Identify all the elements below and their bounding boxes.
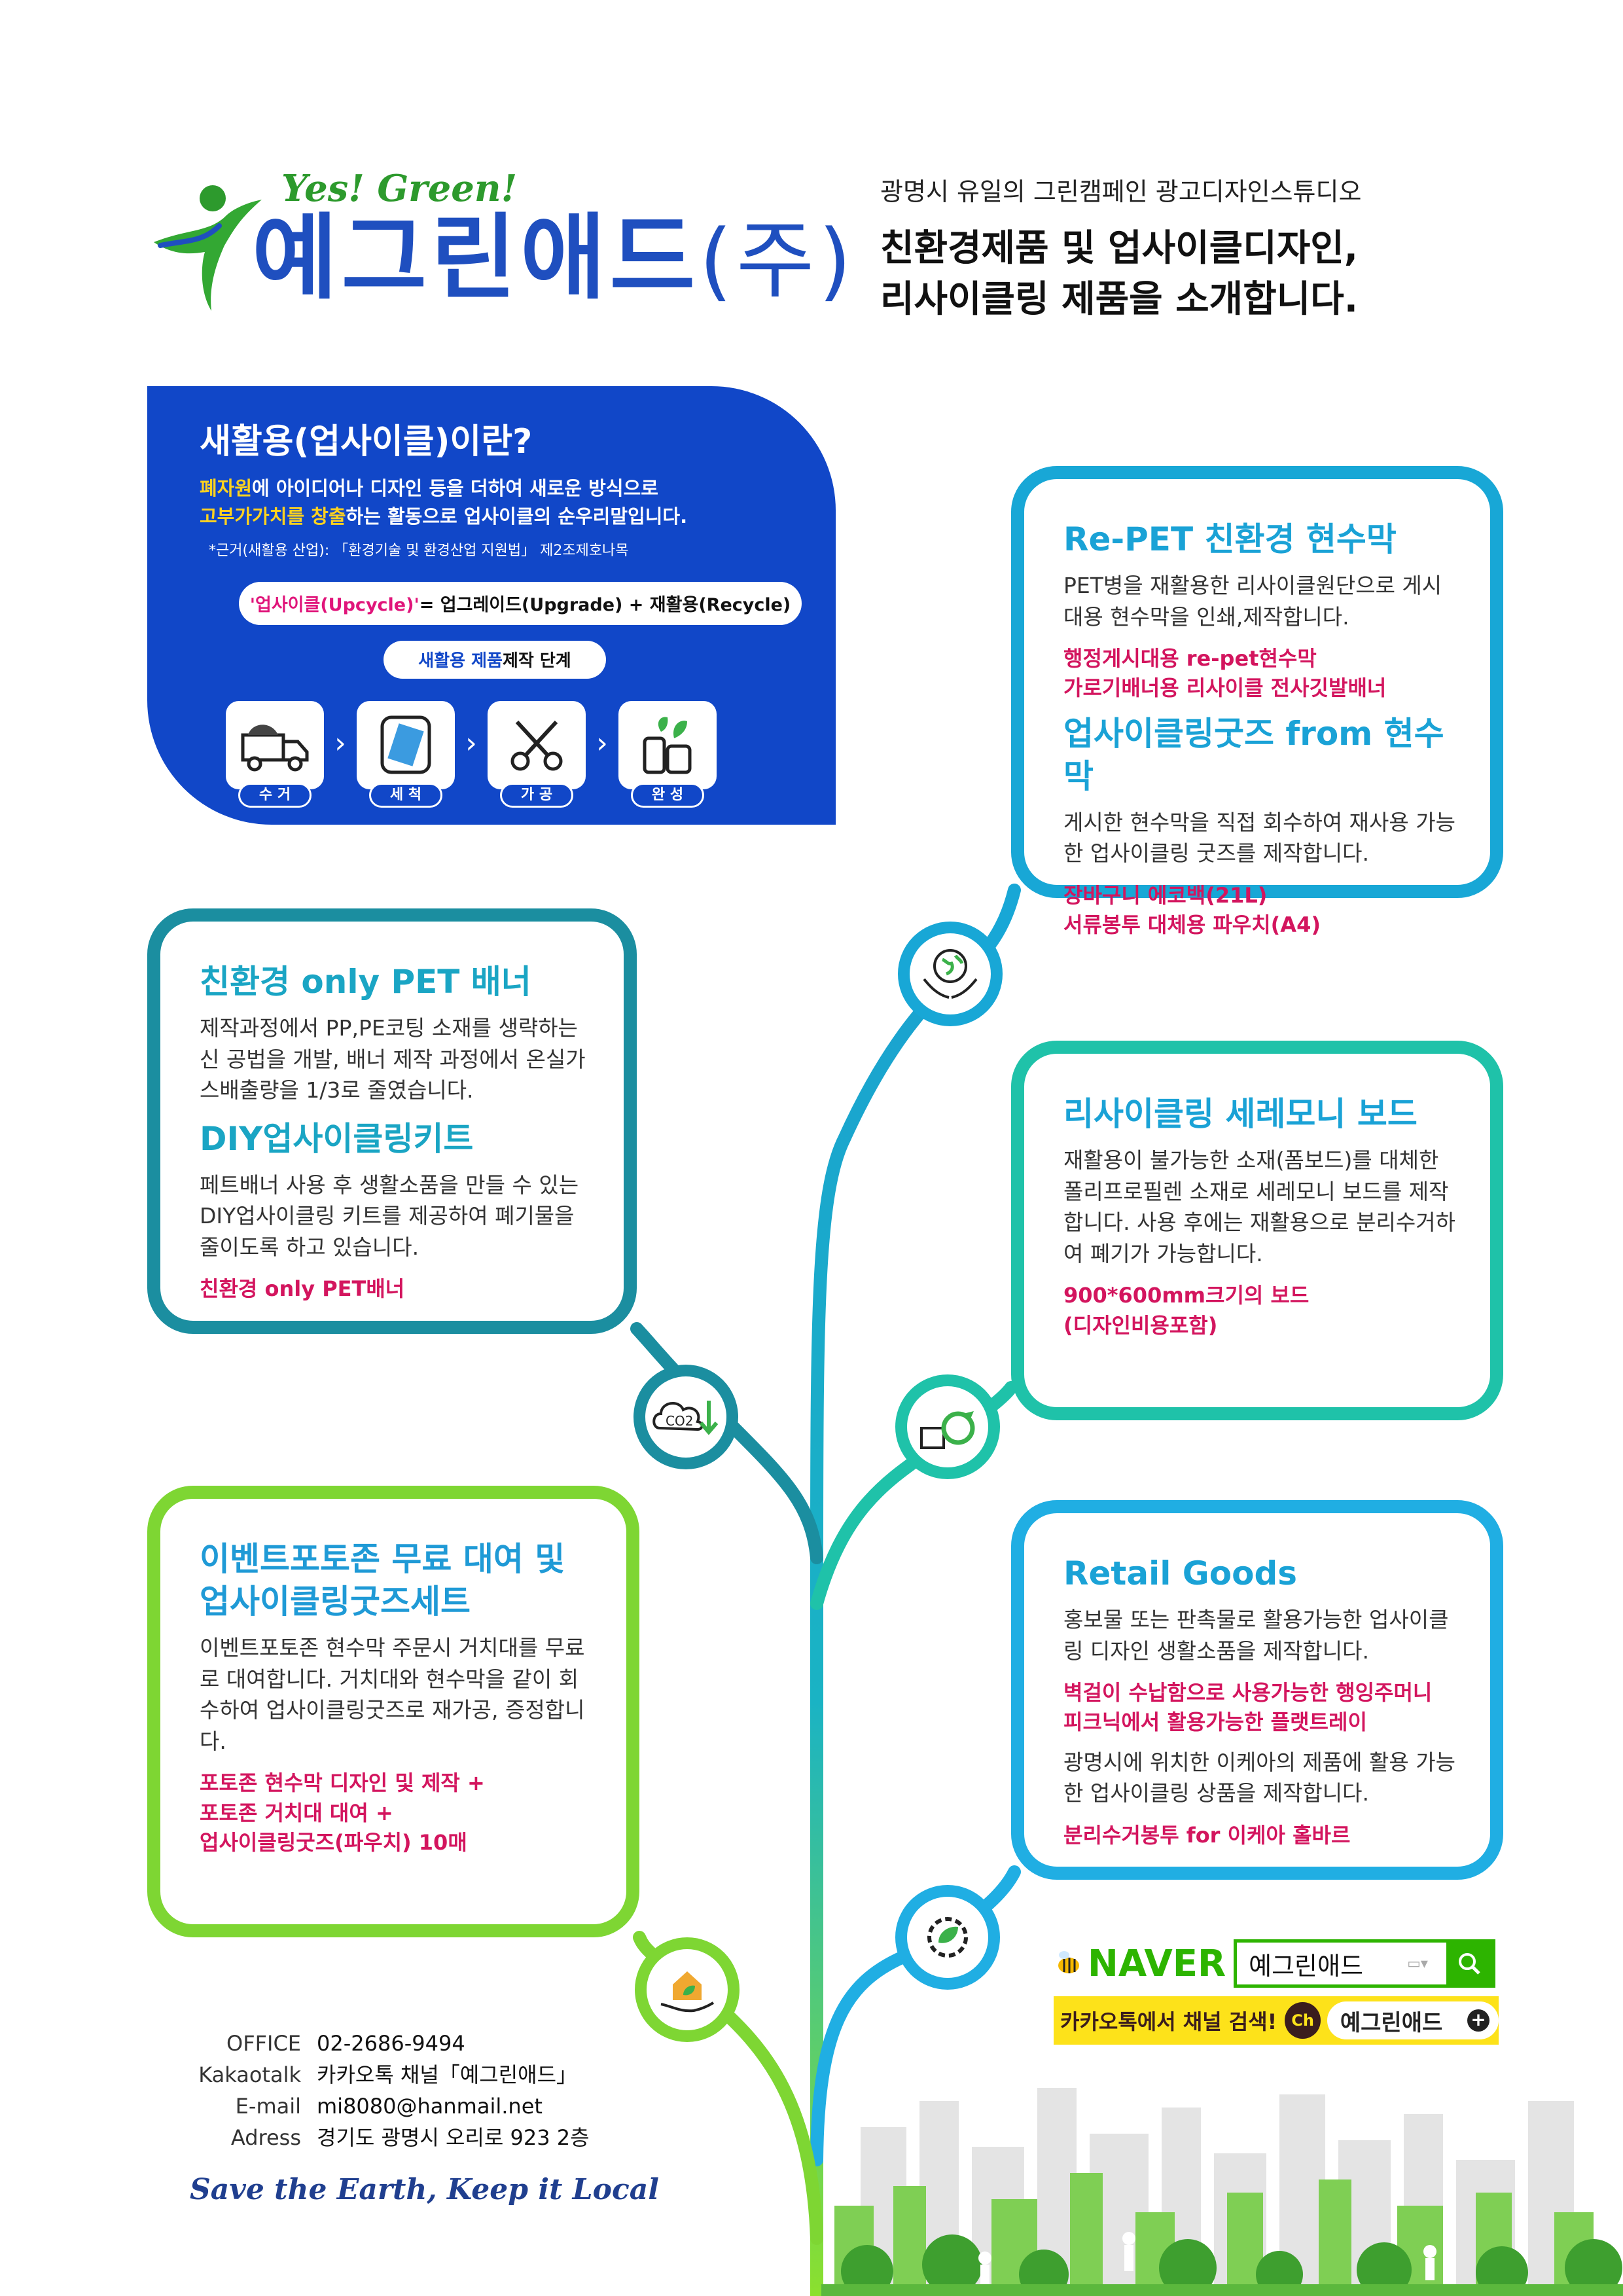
card-title-2: DIY업사이클링키트 — [200, 1119, 474, 1158]
gear-leaf-icon — [927, 1917, 968, 1958]
intro-subtitle: 광명시 유일의 그린캠페인 광고디자인스튜디오 — [880, 177, 1362, 206]
green-city-illustration — [821, 2088, 1623, 2296]
chevron-right-icon: › — [596, 726, 608, 760]
step-process: 가 공 — [488, 700, 586, 808]
brand-logo: Yes! Green! 예그린애드(주) — [147, 167, 851, 324]
bee-icon — [1058, 1951, 1079, 1973]
upcycle-description: 폐자원에 아이디어나 디자인 등을 더하여 새로운 방식으로 고부가가치를 창출… — [200, 477, 688, 528]
logo-tagline: Yes! Green! — [281, 167, 518, 210]
keyboard-icon[interactable]: ▭▾ — [1407, 1955, 1428, 1972]
naver-search-query: 예그린애드 — [1249, 1951, 1363, 1981]
node-co2: CO2 — [633, 1365, 738, 1469]
card-highlight-2: 분리수거봉투 for 이케아 홀바르 — [1063, 1822, 1351, 1848]
hand-house-icon — [660, 1971, 715, 2013]
card-highlight: 900*600mm크기의 보드(디자인비용포함) — [1063, 1283, 1310, 1338]
co2-down-icon: CO2 — [652, 1401, 719, 1435]
card-body: 이벤트포토존 현수막 주문시 거치대를 무료로 대여합니다. 거치대와 현수막을… — [200, 1635, 585, 1754]
chevron-right-icon: › — [465, 726, 477, 760]
product-icon — [643, 717, 692, 774]
card-title: 이벤트포토존 무료 대여 및 업사이클링굿즈세트 — [200, 1540, 565, 1621]
card-body-2: 광명시에 위치한 이케아의 제품에 활용 가능한 업사이클링 상품을 제작합니다… — [1063, 1749, 1455, 1806]
washing-icon — [380, 715, 431, 774]
production-steps: 수 거 › 세 척 › 가 공 › 완 성 — [226, 700, 790, 808]
card-highlight-2: 장바구니 에코백(21L)서류봉투 대체용 파우치(A4) — [1063, 882, 1321, 938]
co2-label: CO2 — [666, 1413, 693, 1429]
upcycle-equation: '업사이클(Upcycle)' = 업그레이드(Upgrade) + 재활용(R… — [239, 581, 802, 625]
card-body: 제작과정에서 PP,PE코팅 소재를 생략하는 신 공법을 개발, 배너 제작 … — [200, 1015, 586, 1103]
slogan: Save the Earth, Keep it Local — [190, 2173, 659, 2206]
card-body-2: 페트배너 사용 후 생활소품을 만들 수 있는 DIY업사이클링 키트를 제공하… — [200, 1172, 579, 1260]
card-body: PET병을 재활용한 리사이클원단으로 게시대용 현수막을 인쇄,제작합니다. — [1063, 573, 1442, 630]
step-label: 수 거 — [238, 782, 312, 808]
upcycle-title: 새활용(업사이클)이란? — [200, 422, 533, 461]
naver-search-button[interactable] — [1446, 1943, 1493, 1984]
step-label: 세 척 — [369, 782, 442, 808]
card-retail-goods: Retail Goods 홍보물 또는 판촉물로 활용가능한 업사이클링 디자인… — [1011, 1500, 1503, 1880]
add-channel-icon[interactable]: + — [1467, 2009, 1489, 2032]
card-title: 리사이클링 세레모니 보드 — [1063, 1095, 1418, 1133]
step-label: 완 성 — [631, 782, 704, 808]
card-title: Re-PET 친환경 현수막 — [1063, 520, 1397, 558]
scissors-icon — [510, 721, 563, 771]
card-highlight: 포토존 현수막 디자인 및 제작 +포토존 거치대 대여 +업사이클링굿즈(파우… — [200, 1770, 485, 1855]
step-wash: 세 척 — [357, 700, 455, 808]
step-complete: 완 성 — [618, 700, 717, 808]
card-body-2: 게시한 현수막을 직접 회수하여 재사용 가능한 업사이클링 굿즈를 제작합니다… — [1063, 809, 1455, 867]
intro-text: 광명시 유일의 그린캠페인 광고디자인스튜디오 친환경제품 및 업사이클디자인,… — [880, 171, 1535, 326]
truck-icon — [241, 725, 309, 772]
node-recycle-box — [895, 1374, 1000, 1479]
kakao-channel-icon: Ch — [1285, 2002, 1321, 2039]
search-icon — [1459, 1953, 1480, 1975]
intro-headline: 친환경제품 및 업사이클디자인, 리사이클링 제품을 소개합니다. — [880, 227, 1359, 321]
naver-search-input[interactable]: 예그린애드 ▭▾ — [1234, 1939, 1496, 1988]
kakao-search-box[interactable]: 예그린애드 + — [1327, 2001, 1499, 2039]
card-body: 재활용이 불가능한 소재(폼보드)를 대체한 폴리프로필렌 소재로 세레모니 보… — [1063, 1147, 1455, 1266]
kakao-search-text: 카카오톡에서 채널 검색! — [1060, 2009, 1277, 2034]
kakao-search-query: 예그린애드 — [1340, 2009, 1443, 2036]
production-steps-title: 새활용 제품 제작 단계 — [383, 640, 606, 679]
card-title: 친환경 only PET 배너 — [200, 963, 531, 1001]
naver-search-bar: NAVER 예그린애드 ▭▾ — [1054, 1937, 1499, 1990]
card-event-photozone: 이벤트포토존 무료 대여 및 업사이클링굿즈세트 이벤트포토존 현수막 주문시 … — [147, 1486, 639, 1937]
card-title-2: 업사이클링굿즈 from 현수막 — [1063, 714, 1444, 795]
earth-in-hands-icon — [923, 949, 978, 999]
node-hand-house — [635, 1937, 740, 2042]
naver-logo: NAVER — [1088, 1942, 1226, 1985]
logo-suffix: (주) — [699, 211, 856, 310]
logo-name: 예그린애드(주) — [252, 204, 856, 312]
card-highlight: 친환경 only PET배너 — [200, 1276, 405, 1302]
node-earth-hands — [898, 922, 1003, 1026]
card-repet-banner: Re-PET 친환경 현수막 PET병을 재활용한 리사이클원단으로 게시대용 … — [1011, 466, 1503, 937]
card-body: 홍보물 또는 판촉물로 활용가능한 업사이클링 디자인 생활소품을 제작합니다. — [1063, 1607, 1449, 1664]
recycle-box-icon — [920, 1411, 975, 1449]
node-gear-leaf — [895, 1885, 1000, 1990]
card-ceremony-board: 리사이클링 세레모니 보드 재활용이 불가능한 소재(폼보드)를 대체한 폴리프… — [1011, 1041, 1503, 1420]
step-collect: 수 거 — [226, 700, 324, 808]
chevron-right-icon: › — [334, 726, 346, 760]
upcycle-definition-panel: 새활용(업사이클)이란? 폐자원에 아이디어나 디자인 등을 더하여 새로운 방… — [147, 386, 836, 825]
upcycle-legal-note: *근거(새활용 산업): 「환경기술 및 환경산업 지원법」 제2조제호나목 — [209, 542, 629, 559]
card-title: Retail Goods — [1063, 1554, 1298, 1592]
green-person-logo-icon — [154, 185, 262, 311]
kakao-channel-bar: 카카오톡에서 채널 검색! Ch 예그린애드 + — [1054, 1996, 1499, 2045]
card-only-pet-banner: 친환경 only PET 배너 제작과정에서 PP,PE코팅 소재를 생략하는 … — [147, 908, 637, 1334]
step-label: 가 공 — [500, 782, 573, 808]
